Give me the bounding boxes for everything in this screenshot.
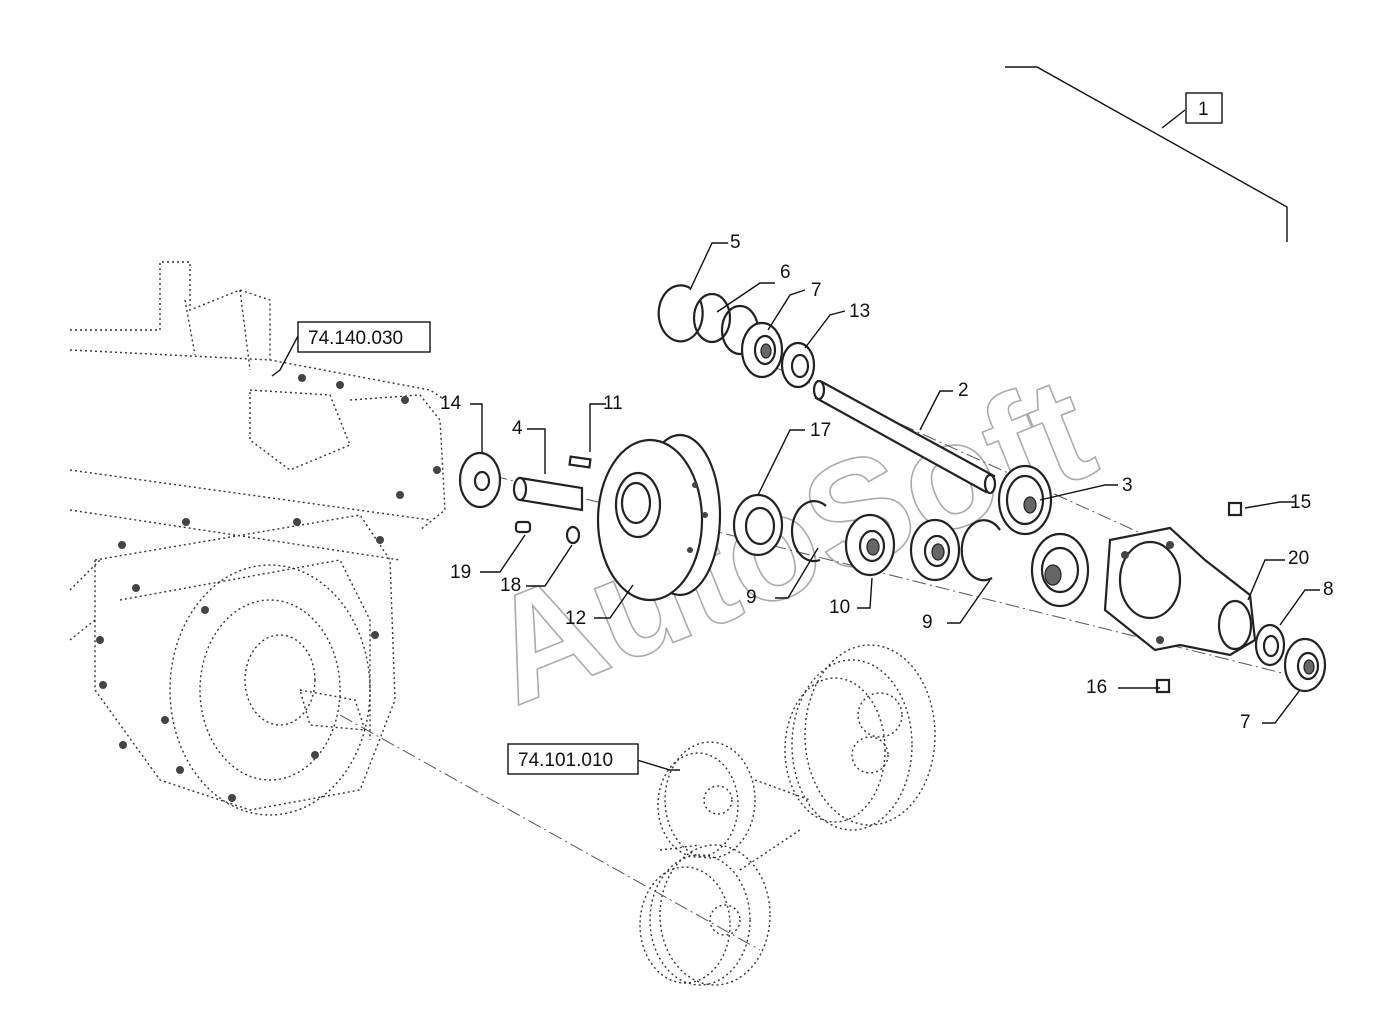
part-10-bearing-left[interactable] (844, 513, 896, 577)
part-12-flange-disc[interactable] (596, 433, 722, 602)
part-20-gearbox-housing[interactable] (1103, 526, 1257, 657)
part-15-fitting[interactable] (1227, 501, 1243, 517)
callout-16[interactable]: 16 (1086, 677, 1107, 698)
callout-15[interactable]: 15 (1290, 492, 1311, 513)
ref-box-assembly[interactable]: 1 (1185, 92, 1223, 124)
callout-20[interactable]: 20 (1288, 548, 1309, 569)
callout-10[interactable]: 10 (829, 597, 850, 618)
ref-label-pulleys: 74.101.010 (518, 750, 613, 771)
callout-9-right[interactable]: 9 (922, 612, 933, 633)
callout-13[interactable]: 13 (849, 301, 870, 322)
callout-8[interactable]: 8 (1323, 579, 1334, 600)
part-7-bearing-lower[interactable] (1283, 637, 1327, 693)
callout-11[interactable]: 11 (603, 393, 623, 414)
part-4-sleeve[interactable] (512, 476, 584, 512)
callout-labels: 5 6 7 13 2 3 15 20 8 7 16 11 14 4 17 12 … (440, 232, 1334, 733)
callout-18[interactable]: 18 (500, 575, 521, 596)
callout-5[interactable]: 5 (730, 232, 741, 253)
part-7-bearing-upper[interactable] (740, 321, 784, 379)
callout-leaders (470, 242, 1320, 724)
part-5-snap-ring[interactable] (657, 284, 704, 343)
frame-leader (271, 335, 299, 377)
callout-9-left[interactable]: 9 (746, 587, 757, 608)
callout-12[interactable]: 12 (565, 608, 586, 629)
part-13-seal[interactable] (780, 341, 816, 389)
ref-box-pulleys[interactable]: 74.101.010 (507, 743, 639, 775)
part-10-bearing-right[interactable] (909, 518, 961, 582)
callout-6[interactable]: 6 (780, 262, 791, 283)
part-18-pin[interactable] (565, 525, 581, 545)
part-14-washer[interactable] (458, 451, 502, 509)
watermark: AutoSoft (464, 343, 1114, 736)
part-16-plug[interactable] (1155, 678, 1171, 694)
callout-7-upper[interactable]: 7 (811, 280, 822, 301)
part-11-key[interactable] (568, 455, 592, 469)
pulley-assembly (639, 644, 936, 986)
part-19-pin[interactable] (514, 520, 532, 534)
part-2-shaft[interactable] (812, 379, 997, 495)
callout-4[interactable]: 4 (512, 418, 523, 439)
part-9-circlip-left[interactable] (790, 500, 827, 563)
ref-label-frame: 74.140.030 (308, 328, 403, 349)
ref-box-frame[interactable]: 74.140.030 (297, 321, 431, 353)
callout-7-lower[interactable]: 7 (1240, 712, 1251, 733)
pulley-leader (636, 759, 680, 771)
part-8-seal[interactable] (1254, 623, 1286, 667)
callout-3[interactable]: 3 (1122, 475, 1133, 496)
part-17-bearing[interactable] (732, 493, 784, 557)
ref-label-assembly: 1 (1198, 99, 1209, 120)
part-9-circlip-right[interactable] (960, 519, 1001, 582)
callout-14[interactable]: 14 (440, 393, 462, 414)
callout-17[interactable]: 17 (810, 420, 831, 441)
assembly-bracket (1005, 66, 1288, 242)
part-3-bevel-gear-lower[interactable] (1030, 532, 1090, 608)
callout-19[interactable]: 19 (450, 562, 471, 583)
callout-2[interactable]: 2 (958, 380, 969, 401)
frame-housing (69, 261, 446, 816)
part-3-bevel-gear-upper[interactable] (997, 464, 1053, 536)
